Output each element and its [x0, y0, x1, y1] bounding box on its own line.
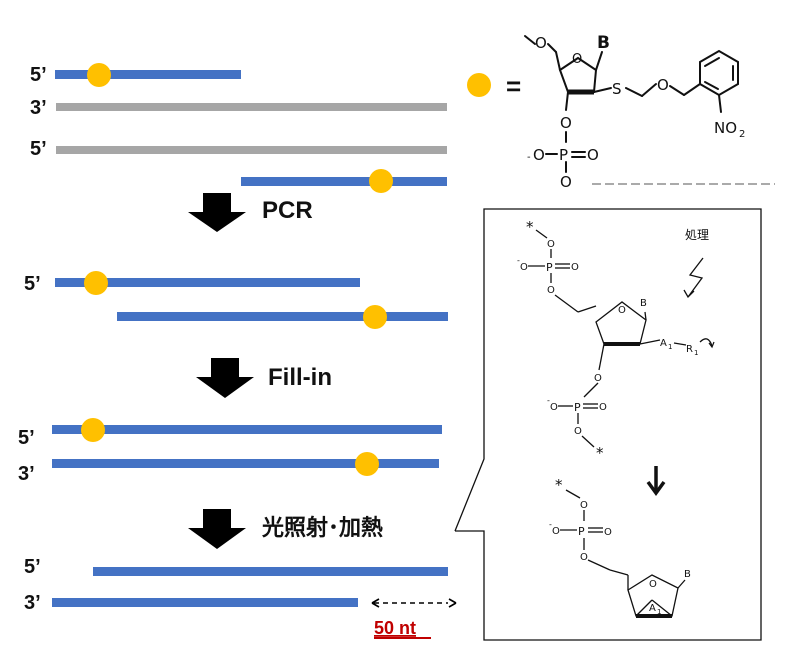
overhang-length-arrow [371, 598, 457, 608]
label-5prime: 5’ [24, 556, 41, 578]
caged-nucleotide-structure: O O B S O NO 2 O - O P O O [524, 33, 775, 191]
lightning-icon [687, 257, 704, 298]
down-arrow-icon [196, 358, 254, 398]
svg-text:1: 1 [694, 349, 698, 357]
template-strand [56, 146, 447, 154]
label-5prime: 5’ [24, 273, 41, 295]
svg-text:O: O [560, 173, 572, 191]
ring-oxygen: O [572, 52, 582, 67]
svg-text:O: O [533, 146, 545, 164]
double-strand-bottom [52, 459, 439, 468]
svg-text:O: O [594, 373, 602, 384]
curved-arrow-icon [699, 338, 713, 347]
svg-text:*: * [596, 444, 604, 462]
svg-text:O: O [580, 552, 588, 563]
modified-nucleotide-marker [369, 169, 393, 193]
svg-text:R: R [686, 344, 693, 355]
svg-text:O: O [649, 579, 657, 590]
svg-text:1: 1 [668, 343, 672, 351]
svg-text:O: O [571, 262, 579, 273]
svg-text:*: * [555, 476, 563, 494]
nitro-group: NO [714, 119, 737, 137]
svg-text:O: O [618, 305, 626, 316]
svg-text:A: A [649, 603, 656, 614]
cleaved-strand-bottom [52, 598, 358, 607]
svg-text:O: O [535, 34, 547, 52]
svg-text:S: S [612, 80, 622, 98]
treatment-label: 処理 [685, 228, 709, 242]
svg-text:O: O [587, 146, 599, 164]
svg-text:O: O [547, 239, 555, 250]
svg-text:O: O [560, 114, 572, 132]
legend-equals: = [506, 71, 521, 101]
svg-text:A: A [660, 338, 667, 349]
svg-text:P: P [546, 261, 553, 274]
svg-text:P: P [574, 401, 581, 414]
template-strand [56, 103, 447, 111]
label-5prime: 5’ [30, 64, 47, 86]
svg-text:-: - [549, 520, 552, 529]
svg-text:*: * [526, 218, 534, 236]
cleaved-strand-top [93, 567, 448, 576]
down-arrow-icon [188, 193, 246, 232]
svg-text:B: B [640, 298, 647, 309]
step-label: 光照射･加熱 [261, 515, 383, 540]
svg-text:B: B [684, 569, 691, 580]
double-strand-top [52, 425, 442, 434]
svg-text:-: - [517, 256, 520, 265]
label-5prime: 5’ [18, 427, 35, 449]
svg-text:O: O [604, 527, 612, 538]
overhang-label: 50 nt [374, 618, 416, 638]
modified-nucleotide-marker [87, 63, 111, 87]
primer-strand [241, 177, 447, 186]
svg-text:O: O [520, 262, 528, 273]
label-3prime: 3’ [18, 463, 35, 485]
modified-nucleotide-marker [81, 418, 105, 442]
modified-nucleotide-marker [84, 271, 108, 295]
down-arrow-icon [188, 509, 246, 549]
label-3prime: 3’ [24, 592, 41, 614]
svg-text:O: O [547, 285, 555, 296]
svg-text:P: P [559, 146, 568, 164]
svg-text:O: O [580, 500, 588, 511]
svg-text:P: P [578, 525, 585, 538]
svg-text:O: O [552, 526, 560, 537]
primer-strand [55, 70, 241, 79]
legend-marker [467, 73, 491, 97]
pcr-product-strand [55, 278, 360, 287]
step-label: PCR [262, 197, 313, 224]
base-label: B [597, 33, 610, 53]
label-5prime: 5’ [30, 138, 47, 160]
svg-text:O: O [599, 402, 607, 413]
step-label: Fill-in [268, 364, 332, 391]
svg-text:-: - [547, 396, 550, 405]
label-3prime: 3’ [30, 97, 47, 119]
modified-nucleotide-marker [355, 452, 379, 476]
svg-text:O: O [574, 426, 582, 437]
svg-text:-: - [527, 152, 531, 163]
svg-text:1: 1 [657, 608, 661, 616]
svg-text:2: 2 [739, 129, 745, 140]
modified-nucleotide-marker [363, 305, 387, 329]
mechanism-inset: * O O - P O O 処理 O B A 1 R 1 O [454, 208, 762, 641]
pcr-product-strand [117, 312, 448, 321]
svg-text:O: O [657, 76, 669, 94]
svg-text:O: O [550, 402, 558, 413]
